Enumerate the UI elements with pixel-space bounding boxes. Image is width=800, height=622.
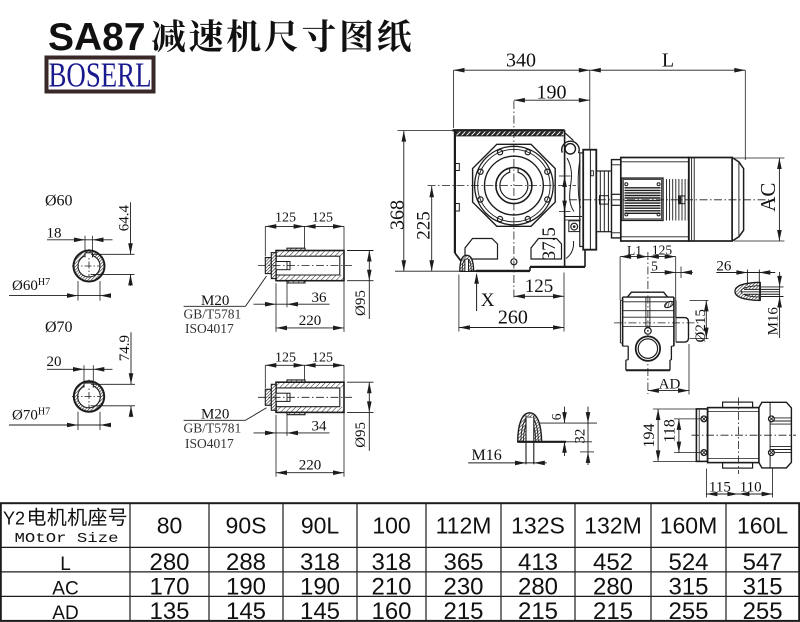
svg-text:M20: M20 [201, 407, 229, 423]
svg-text:L1: L1 [627, 243, 642, 258]
svg-text:64.4: 64.4 [117, 205, 133, 232]
svg-text:190: 190 [226, 574, 266, 601]
svg-text:125: 125 [312, 351, 333, 366]
svg-text:413: 413 [518, 549, 558, 576]
svg-text:170: 170 [150, 574, 190, 601]
svg-text:90L: 90L [301, 513, 340, 539]
svg-text:190: 190 [537, 82, 567, 104]
svg-text:M16: M16 [472, 447, 502, 464]
svg-text:GB/T5781: GB/T5781 [184, 307, 242, 322]
svg-text:280: 280 [518, 574, 558, 601]
svg-text:18: 18 [47, 225, 62, 241]
svg-text:194: 194 [641, 424, 658, 448]
svg-text:5: 5 [651, 259, 658, 274]
svg-text:452: 452 [593, 549, 633, 576]
svg-text:255: 255 [669, 598, 709, 622]
svg-text:ISO4017: ISO4017 [185, 436, 234, 451]
svg-text:X: X [481, 290, 495, 311]
svg-text:132M: 132M [584, 513, 642, 539]
svg-text:115: 115 [709, 480, 731, 496]
svg-text:125: 125 [275, 351, 296, 366]
svg-text:112M: 112M [436, 513, 492, 539]
svg-text:315: 315 [669, 574, 709, 601]
svg-text:Ø215: Ø215 [693, 309, 709, 342]
svg-text:80: 80 [157, 513, 183, 539]
svg-text:MOtOr Size: MOtOr Size [15, 531, 119, 547]
svg-text:524: 524 [669, 549, 709, 576]
svg-text:125: 125 [275, 211, 296, 226]
svg-text:340: 340 [506, 50, 536, 72]
svg-text:AC: AC [52, 579, 78, 600]
svg-text:26: 26 [716, 259, 732, 275]
svg-text:110: 110 [740, 480, 762, 496]
svg-text:160: 160 [372, 598, 412, 622]
svg-text:190: 190 [300, 574, 340, 601]
svg-text:280: 280 [593, 574, 633, 601]
svg-text:215: 215 [444, 598, 484, 622]
svg-text:368: 368 [387, 200, 409, 230]
svg-text:AD: AD [52, 603, 78, 622]
svg-text:74.9: 74.9 [117, 335, 133, 361]
svg-text:L: L [60, 554, 71, 575]
svg-text:220: 220 [299, 458, 322, 474]
svg-text:125: 125 [312, 211, 333, 226]
svg-text:280: 280 [150, 549, 190, 576]
svg-text:100: 100 [372, 513, 410, 539]
svg-text:ISO4017: ISO4017 [185, 321, 234, 336]
svg-text:132S: 132S [511, 513, 565, 539]
svg-text:215: 215 [593, 598, 633, 622]
svg-text:125: 125 [652, 243, 673, 258]
svg-text:AC: AC [756, 183, 780, 212]
svg-text:Ø95: Ø95 [353, 422, 369, 448]
svg-text:318: 318 [372, 549, 412, 576]
svg-text:90S: 90S [226, 513, 267, 539]
svg-text:318: 318 [300, 549, 340, 576]
svg-text:225: 225 [414, 211, 435, 240]
svg-text:160L: 160L [737, 513, 788, 539]
svg-text:260: 260 [498, 307, 528, 329]
svg-text:Ø60: Ø60 [45, 193, 73, 210]
svg-text:255: 255 [743, 598, 783, 622]
svg-text:37.5: 37.5 [539, 227, 560, 260]
svg-text:BOSERL: BOSERL [49, 56, 152, 95]
svg-text:215: 215 [518, 598, 558, 622]
svg-text:288: 288 [226, 549, 266, 576]
svg-text:315: 315 [743, 574, 783, 601]
svg-text:6: 6 [549, 413, 564, 420]
svg-text:36: 36 [312, 290, 328, 306]
svg-text:L: L [662, 50, 674, 72]
svg-text:365: 365 [444, 549, 484, 576]
svg-text:230: 230 [444, 574, 484, 601]
svg-text:Ø95: Ø95 [353, 290, 369, 316]
svg-text:AD: AD [659, 377, 681, 393]
svg-text:32: 32 [573, 429, 589, 444]
svg-text:118: 118 [662, 419, 679, 442]
svg-text:160M: 160M [660, 513, 718, 539]
svg-text:34: 34 [312, 419, 328, 435]
svg-text:145: 145 [226, 598, 266, 622]
svg-text:SA87: SA87 [48, 16, 146, 59]
svg-text:220: 220 [299, 313, 322, 329]
svg-text:547: 547 [743, 549, 783, 576]
svg-text:M20: M20 [201, 293, 229, 309]
svg-text:M16: M16 [766, 307, 782, 336]
svg-text:Y2: Y2 [3, 509, 25, 529]
svg-text:135: 135 [150, 598, 190, 622]
svg-text:Ø70: Ø70 [45, 319, 73, 336]
svg-text:125: 125 [525, 276, 554, 297]
svg-text:GB/T5781: GB/T5781 [184, 421, 242, 436]
svg-text:145: 145 [300, 598, 340, 622]
svg-text:20: 20 [47, 354, 62, 370]
svg-text:210: 210 [372, 574, 412, 601]
